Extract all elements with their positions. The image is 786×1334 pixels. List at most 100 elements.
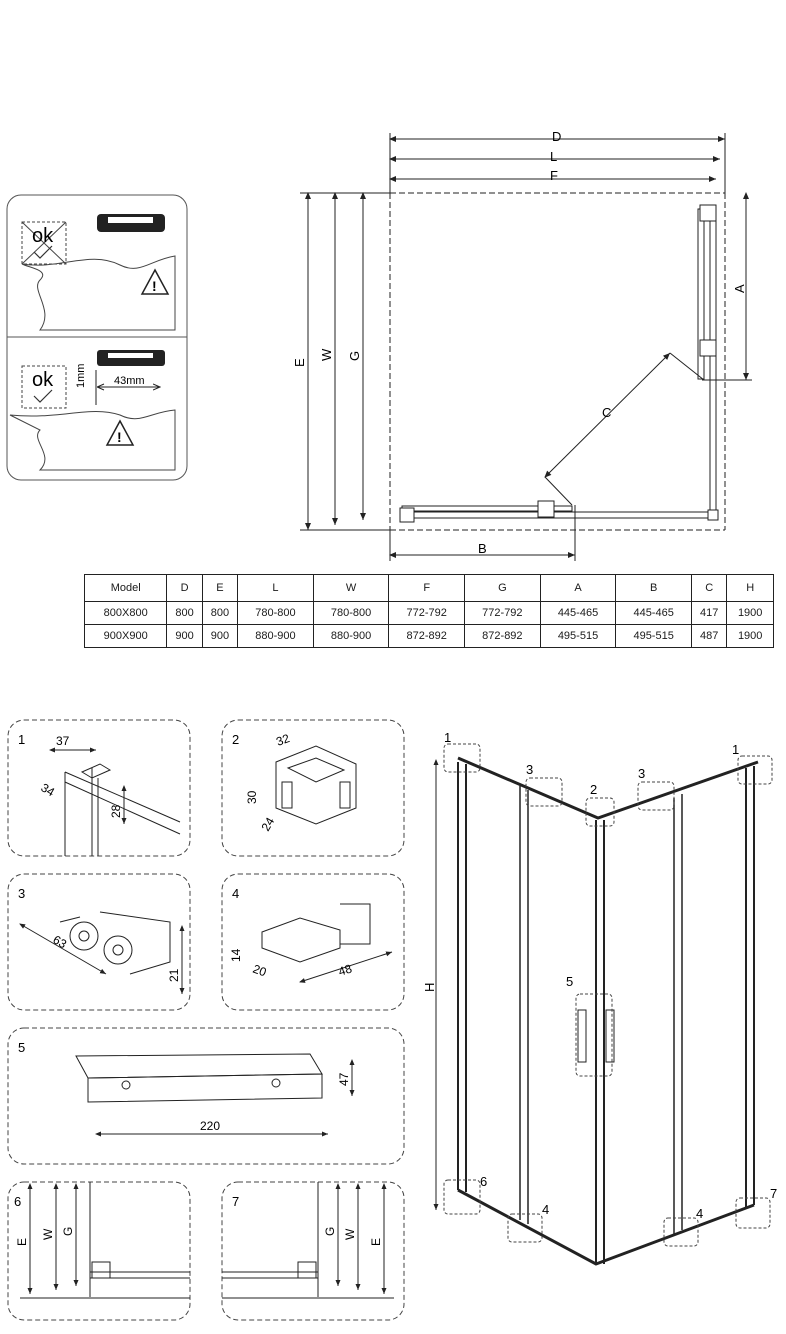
table-cell: 495-515 (615, 624, 692, 648)
detail-number: 4 (232, 886, 239, 901)
dimension-label: 14 (229, 948, 243, 962)
dimensions-table: Model D E L W F G A B C H 800X800 800 80… (83, 574, 774, 648)
table-cell: 880-900 (312, 624, 390, 648)
header-cell: A (539, 574, 617, 602)
incorrect-install-example: ok ! (21, 214, 176, 331)
table-cell: 800 (166, 601, 203, 625)
table-cell: 417 (690, 601, 728, 625)
svg-text:!: ! (117, 429, 122, 445)
dimension-label: 30 (245, 790, 259, 804)
table-cell: 495-515 (539, 624, 617, 648)
table-cell: 1900 (726, 624, 774, 648)
warning-icon (105, 419, 135, 446)
header-cell: F (388, 574, 466, 602)
dim-d-label: D (552, 129, 561, 144)
table-row: 800X800 800 800 780-800 780-800 772-792 … (83, 601, 774, 625)
header-cell: G (464, 574, 541, 602)
header-cell: D (166, 574, 203, 602)
detail-1-top-frame: 1 37 34 28 (7, 719, 191, 857)
dimension-label: G (323, 1227, 337, 1236)
dim-f-label: F (550, 168, 558, 183)
ok-crossed-text: ok (32, 225, 54, 247)
table-cell: 487 (690, 624, 728, 648)
dim-w-label: W (319, 348, 334, 361)
header-cell: H (726, 574, 774, 602)
callout-7: 7 (770, 1186, 777, 1201)
dimension-label: 47 (337, 1072, 351, 1086)
warning-icon (140, 268, 170, 295)
correct-install-example: ok 43mm 1mm ! (9, 350, 176, 471)
detail-number: 2 (232, 732, 239, 747)
check-icon (33, 245, 53, 259)
table-cell: 800X800 (83, 601, 168, 625)
detail-number: 5 (18, 1040, 25, 1055)
callout-3-right: 3 (638, 766, 645, 781)
detail-4-bottom-guide: 4 14 20 48 (221, 873, 405, 1011)
header-cell: Model (83, 574, 168, 602)
detail-5-handle: 5 47 220 (7, 1027, 405, 1165)
plan-view-diagram: D L F E W G A B C (292, 129, 752, 561)
dimension-label: E (15, 1238, 29, 1246)
detail-number: 3 (18, 886, 25, 901)
detail-number: 7 (232, 1194, 239, 1209)
dim-e-label: E (292, 358, 307, 367)
dimension-label: 34 (39, 780, 58, 799)
dimension-label: 21 (167, 968, 181, 982)
dim-g-label: G (347, 351, 362, 361)
header-cell: L (237, 574, 314, 602)
table-cell: 880-900 (237, 624, 314, 648)
table-cell: 800 (201, 601, 239, 625)
header-cell: E (201, 574, 239, 602)
table-cell: 872-892 (388, 624, 466, 648)
dimension-label: 28 (109, 804, 123, 818)
header-cell: B (615, 574, 692, 602)
table-cell: 772-792 (388, 601, 466, 625)
detail-3-roller: 3 63 21 (7, 873, 191, 1011)
table-cell: 900 (201, 624, 239, 648)
detail-number: 1 (18, 732, 25, 747)
dimension-label: 32 (274, 731, 292, 749)
header-cell: C (690, 574, 728, 602)
detail-2-corner-connector: 2 32 30 24 (221, 719, 405, 857)
callout-3-left: 3 (526, 762, 533, 777)
table-cell: 780-800 (312, 601, 390, 625)
callout-1-right: 1 (732, 742, 739, 757)
dimension-label: G (61, 1227, 75, 1236)
table-cell: 900X900 (83, 624, 168, 648)
detail-7-wall-profile-right: 7 E W G (221, 1181, 405, 1321)
dimension-label: W (343, 1228, 357, 1240)
distance-label: 43mm (114, 375, 145, 387)
table-cell: 900 (166, 624, 203, 648)
callout-5: 5 (566, 974, 573, 989)
dimension-label: 20 (251, 962, 269, 980)
header-cell: W (312, 574, 390, 602)
detail-panels: 1 37 34 28 2 32 30 24 3 63 21 4 (7, 719, 405, 1321)
dimension-label: W (41, 1228, 55, 1240)
table-cell: 872-892 (464, 624, 541, 648)
dimension-label: 48 (337, 961, 354, 979)
gap-label: 1mm (75, 364, 87, 388)
table-row: 900X900 900 900 880-900 880-900 872-892 … (83, 624, 774, 648)
callout-4-right: 4 (696, 1206, 703, 1221)
dim-c-label: C (602, 405, 611, 420)
callout-6: 6 (480, 1174, 487, 1189)
height-label: H (422, 983, 437, 992)
check-icon (33, 389, 53, 403)
dimension-label: 220 (200, 1119, 220, 1133)
dim-b-label: B (478, 541, 487, 556)
dim-l-label: L (550, 149, 557, 164)
callout-4-left: 4 (542, 1202, 549, 1217)
table-cell: 780-800 (237, 601, 314, 625)
table-cell: 772-792 (464, 601, 541, 625)
detail-6-wall-profile-left: 6 E W G (7, 1181, 191, 1321)
dimension-label: E (369, 1238, 383, 1246)
svg-text:!: ! (152, 278, 157, 294)
table-cell: 445-465 (615, 601, 692, 625)
installation-warning-panel: ok ! ok 43mm 1mm ! (6, 194, 188, 481)
dimension-label: 37 (56, 734, 70, 748)
ok-check-text: ok (32, 369, 54, 391)
table-cell: 1900 (726, 601, 774, 625)
enclosure-perspective: H 1 1 2 3 3 4 4 5 6 7 (422, 730, 777, 1266)
table-header-row: Model D E L W F G A B C H (83, 574, 774, 602)
table-cell: 445-465 (539, 601, 617, 625)
